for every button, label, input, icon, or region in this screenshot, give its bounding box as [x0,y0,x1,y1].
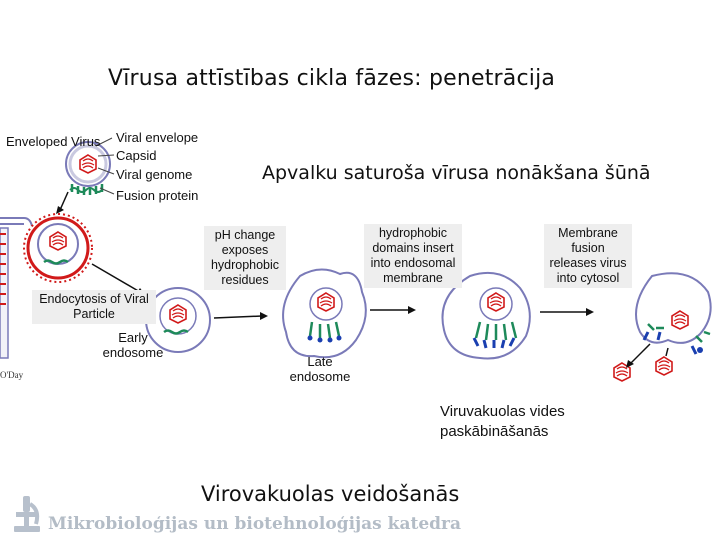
label-viral-envelope: Viral envelope [116,130,199,145]
enveloped-virus-icon [65,141,111,195]
insertion-endosome-icon [441,272,531,360]
figure-credit: O'Day [0,370,24,380]
endocytosis-vesicle-icon [23,213,93,283]
label-enveloped-virus: Enveloped Virus [6,134,101,149]
label-endocytosis: Endocytosis of Viral Particle [32,290,156,324]
late-endosome-icon [282,268,367,359]
label-ph-change: pH change exposes hydrophobic residues [204,226,286,290]
figure-drawing [0,137,712,382]
overlay-title: Apvalku saturoša vīrusa nonākšana šūnā [262,162,651,184]
caption-acidification: Viruvakuolas vides paskābināšanās [440,403,565,440]
viral-entry-figure: Enveloped Virus Viral envelope Capsid Vi… [0,126,720,384]
footer-department: Mikrobioloģijas un biotehnoloģijas kated… [48,514,461,534]
label-membrane-fusion: Membrane fusion releases virus into cyto… [544,224,632,288]
fusion-endosome-icon [613,272,712,382]
label-fusion-protein: Fusion protein [116,188,199,203]
label-capsid: Capsid [116,148,157,163]
label-viral-genome: Viral genome [116,167,193,182]
microscope-logo-icon [14,496,40,532]
slide-title: Vīrusa attīstības cikla fāzes: penetrāci… [108,66,556,91]
caption-formation: Virovakuolas veidošanās [201,482,460,506]
label-early-endosome: Early endosome [102,330,164,360]
label-hydrophobic: hydrophobic domains insert into endosoma… [364,224,462,288]
label-late-endosome: Late endosome [289,354,351,384]
early-endosome-icon [145,287,211,353]
